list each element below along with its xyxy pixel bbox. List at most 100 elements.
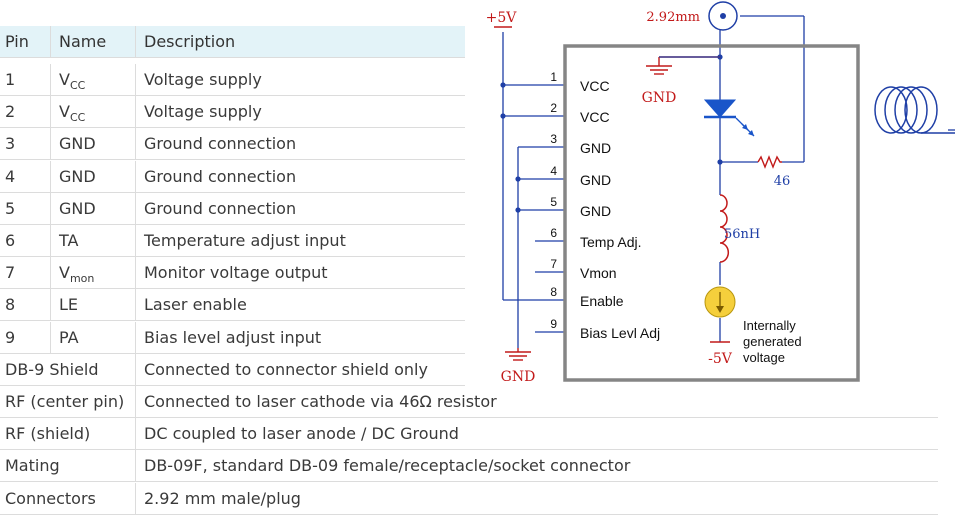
schematic-pin-label: GND [580, 140, 611, 156]
pin-name-subscript: CC [69, 111, 86, 125]
spec-description: DC coupled to laser anode / DC Ground [135, 418, 459, 450]
header-description: Description [135, 26, 235, 57]
inductor-symbol [719, 194, 730, 263]
table-row: 5 GND Ground connection [0, 192, 465, 225]
external-ground-symbol [505, 348, 531, 361]
header-name: Name [50, 26, 135, 57]
spec-description: Connected to laser cathode via 46Ω resis… [135, 386, 497, 417]
internal-ground-symbol [646, 56, 720, 75]
pin-number: 4 [5, 166, 16, 186]
spec-label: Connectors [5, 488, 96, 508]
schematic-pin-label: GND [580, 172, 611, 188]
pin-description: Ground connection [135, 128, 296, 160]
table-row: Connectors 2.92 mm male/plug [0, 482, 938, 515]
schematic-pin-label: Temp Adj. [580, 234, 641, 250]
laser-diode-triangle [703, 99, 737, 118]
spec-description: Connected to connector shield only [135, 353, 428, 385]
pin-name-subscript: mon [69, 272, 95, 286]
pin-description: Ground connection [135, 192, 296, 224]
internal-note-line-3: voltage [743, 350, 785, 365]
laser-diode-symbol [703, 99, 755, 137]
pin-name: Vmon [50, 257, 135, 289]
schematic-pin-label: Vmon [580, 265, 617, 281]
table-row: 3 GND Ground connection [0, 128, 465, 161]
pin-description: Voltage supply [135, 96, 262, 128]
supply-label: +5V [486, 10, 518, 26]
junction-dot [500, 113, 506, 119]
external-wires [502, 15, 955, 348]
table-row: DB-9 Shield Connected to connector shield… [0, 353, 465, 386]
pin-description: Laser enable [135, 289, 247, 321]
pin-name-main: V [59, 263, 70, 283]
pin-name-main: TA [59, 231, 79, 250]
pin-name: GND [50, 128, 135, 160]
pin-number: 5 [5, 198, 16, 218]
pin-name-main: PA [59, 327, 79, 347]
pin-name: GND [50, 160, 135, 192]
schematic-pin-label: VCC [580, 78, 610, 94]
schematic-pin-number: 3 [550, 132, 557, 146]
pin-name: VCC [50, 64, 135, 95]
rf-connector-symbol [708, 1, 738, 31]
pin-description: Ground connection [135, 160, 296, 192]
spec-label: DB-9 Shield [5, 359, 99, 379]
pin-name: VCC [50, 96, 135, 128]
pin-description: Monitor voltage output [135, 257, 328, 289]
rf-connector-pin [720, 13, 726, 19]
neg-supply-label: -5V [708, 351, 733, 367]
internal-note: Internally generated voltage [743, 318, 805, 365]
table-header-row: Pin Name Description [0, 26, 465, 58]
pin-name: TA [50, 225, 135, 256]
header-pin: Pin [5, 32, 29, 51]
internal-note-line-2: generated [743, 334, 802, 349]
schematic-pin-number: 5 [550, 195, 557, 209]
table-row: RF (center pin) Connected to laser cathod… [0, 386, 938, 418]
pin-name: GND [50, 192, 135, 224]
pin-description: Voltage supply [135, 64, 262, 95]
inductor-label: 56nH [724, 227, 760, 242]
table-row: RF (shield)DC coupled to laser anode / D… [0, 418, 938, 451]
pin-number: 8 [5, 295, 16, 315]
rf-connector-label: 2.92mm [646, 10, 700, 25]
table-row: Mating DB-09F, standard DB-09 female/rece… [0, 450, 938, 483]
spec-description: DB-09F, standard DB-09 female/receptacle… [135, 450, 630, 482]
schematic-pin-number: 9 [550, 317, 557, 331]
junction-dots [500, 54, 723, 213]
schematic-pin-number: 8 [550, 285, 557, 299]
resistor-label: 46 [774, 174, 791, 189]
pin-number: 1 [5, 70, 16, 89]
pin-name-main: GND [59, 198, 96, 218]
spec-label: RF (center pin) [5, 392, 125, 411]
pin-name-main: GND [59, 134, 96, 154]
schematic-pin-number: 1 [550, 70, 557, 84]
schematic-pin-label: Enable [580, 293, 624, 309]
pin-number: 9 [5, 327, 16, 347]
module-box [563, 44, 860, 382]
pin-name-subscript: CC [69, 79, 86, 92]
fiber-coil-symbol [874, 86, 955, 134]
junction-dot [717, 159, 723, 165]
schematic-pin-number: 6 [550, 226, 557, 240]
ground-label: GND [501, 369, 536, 385]
junction-dot [500, 82, 506, 88]
pin-name: LE [50, 289, 135, 321]
current-source-arrowhead [716, 306, 724, 313]
pin-number: 3 [5, 134, 16, 154]
spec-label: Mating [5, 456, 60, 476]
schematic-pin-label: GND [580, 203, 611, 219]
resistor-symbol [757, 155, 782, 169]
spec-description: 2.92 mm male/plug [135, 482, 301, 514]
current-source-symbol [704, 286, 736, 318]
schematic-pin-number: 2 [550, 101, 557, 115]
pin-number: 2 [5, 102, 16, 122]
pin-name-main: V [59, 70, 70, 89]
schematic-pin-label: VCC [580, 109, 610, 125]
